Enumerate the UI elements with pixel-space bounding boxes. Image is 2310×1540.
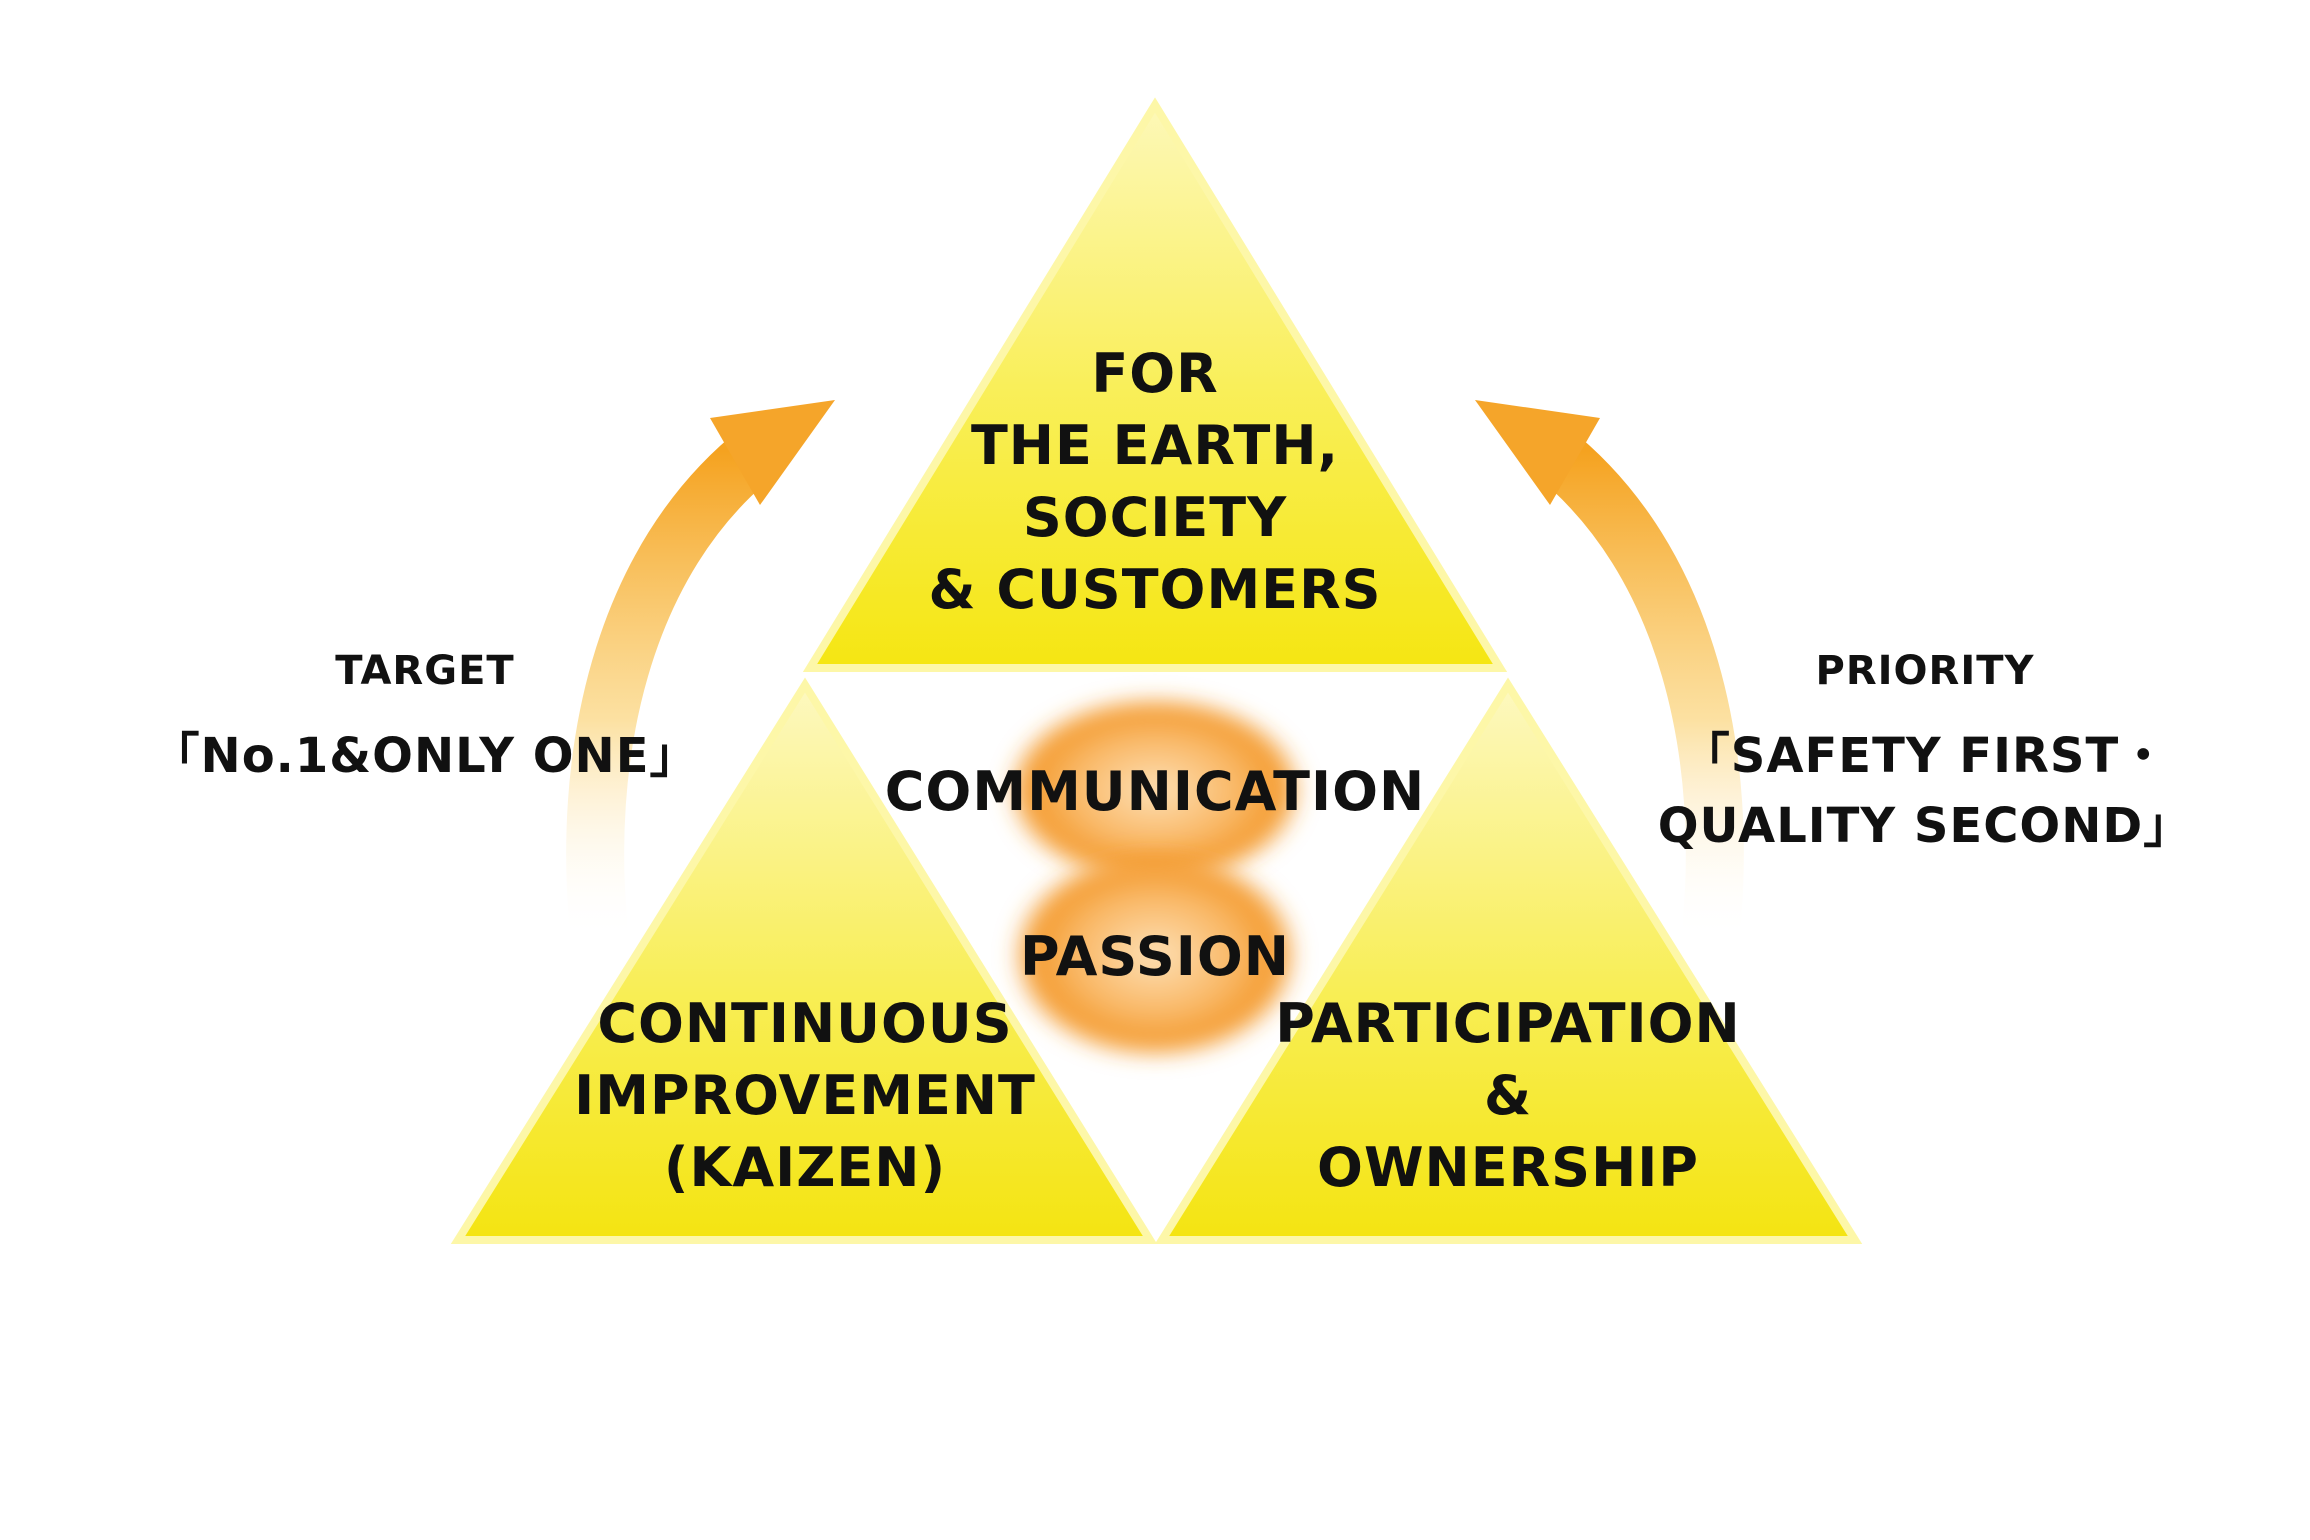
top-triangle: [802, 97, 1508, 672]
target-value: 「No.1&ONLY ONE」: [152, 728, 699, 784]
center-glow: [1005, 695, 1305, 1060]
passion-label: PASSION: [1020, 925, 1290, 988]
priority-line-1: 「SAFETY FIRST・: [1682, 728, 2168, 784]
left-line-3: (KAIZEN): [664, 1136, 946, 1199]
priority-block: PRIORITY 「SAFETY FIRST・ QUALITY SECOND」: [1658, 648, 2193, 854]
right-curved-arrow-icon: [1475, 400, 1744, 944]
right-line-1: PARTICIPATION: [1275, 992, 1740, 1055]
target-heading: TARGET: [335, 648, 514, 694]
right-line-3: OWNERSHIP: [1317, 1136, 1699, 1199]
triangles: [450, 97, 1863, 1244]
right-triangle: [1154, 677, 1863, 1244]
left-triangle-text: CONTINUOUS IMPROVEMENT (KAIZEN): [574, 992, 1036, 1199]
top-line-1: FOR: [1091, 342, 1218, 405]
left-triangle: [450, 677, 1158, 1244]
communication-glow-icon: [1005, 695, 1305, 885]
communication-label: COMMUNICATION: [885, 760, 1425, 823]
right-triangle-text: PARTICIPATION & OWNERSHIP: [1275, 992, 1740, 1199]
top-triangle-text: FOR THE EARTH, SOCIETY & CUSTOMERS: [928, 342, 1381, 621]
left-line-1: CONTINUOUS: [597, 992, 1012, 1055]
left-line-2: IMPROVEMENT: [574, 1064, 1036, 1127]
top-line-2: THE EARTH,: [971, 414, 1339, 477]
priority-heading: PRIORITY: [1816, 648, 2035, 694]
left-curved-arrow-icon: [566, 400, 835, 944]
top-line-3: SOCIETY: [1023, 486, 1287, 549]
top-line-4: & CUSTOMERS: [928, 558, 1381, 621]
passion-glow-icon: [1010, 850, 1300, 1060]
target-block: TARGET 「No.1&ONLY ONE」: [152, 648, 699, 784]
right-line-2: &: [1484, 1064, 1532, 1127]
priority-line-2: QUALITY SECOND」: [1658, 798, 2193, 854]
